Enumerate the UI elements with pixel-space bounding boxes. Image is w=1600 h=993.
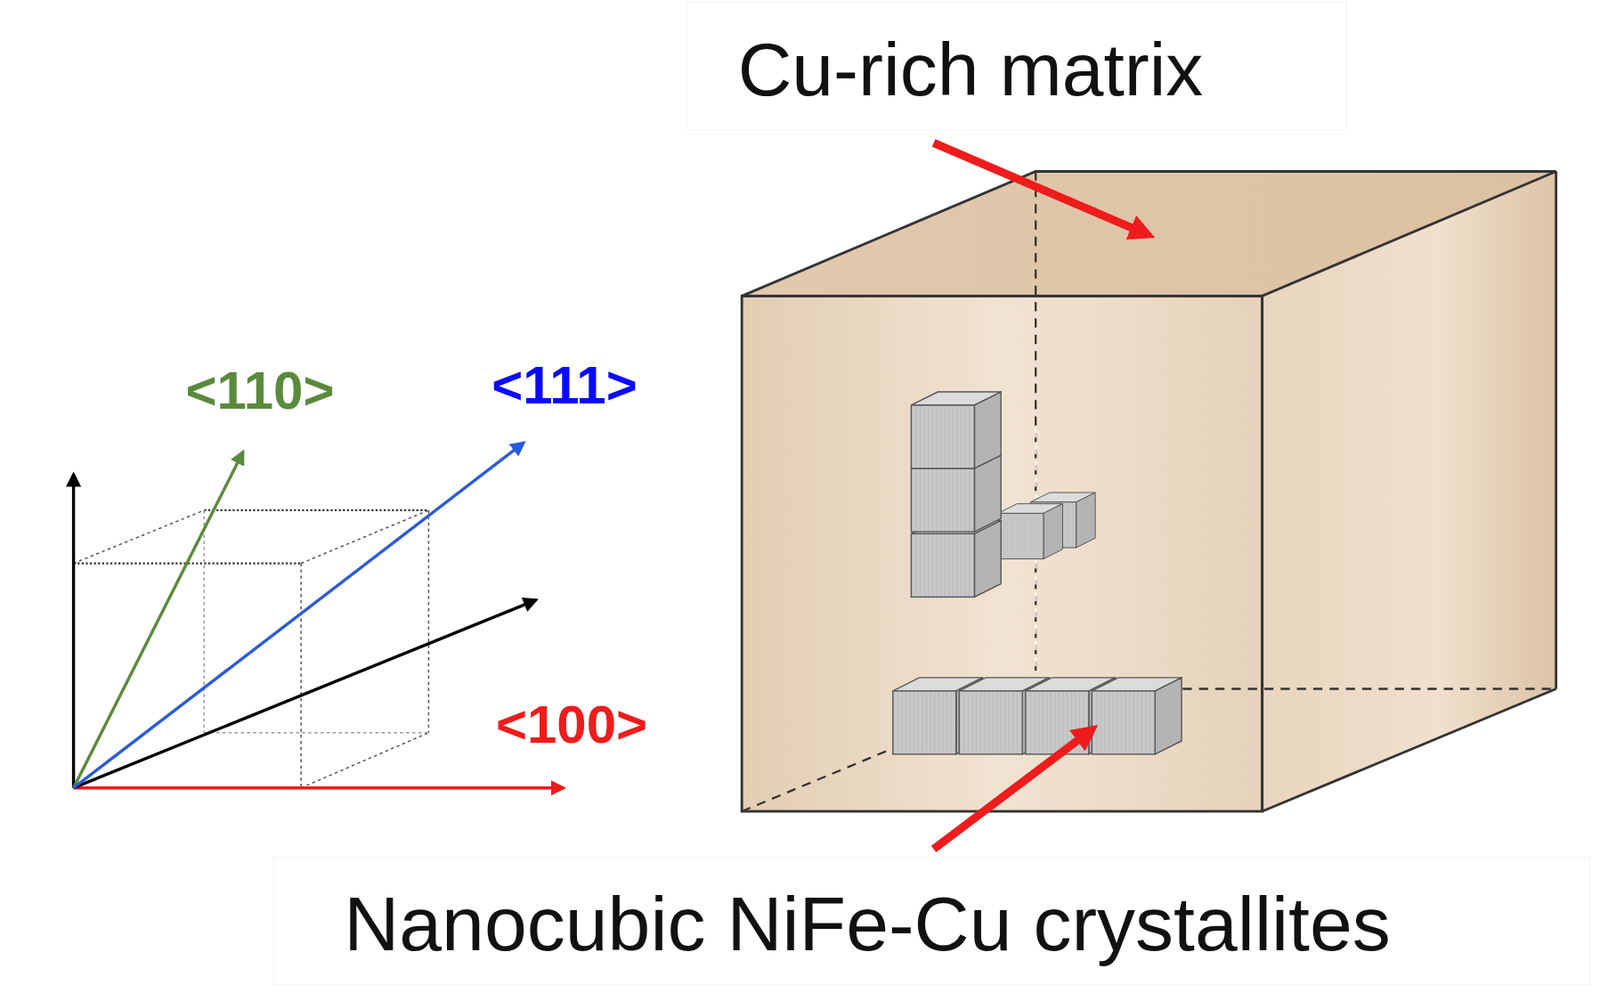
drawing-part: [428, 510, 430, 733]
drawing-part: [203, 731, 429, 733]
direction-label: <111>: [491, 356, 638, 415]
matrix-cube: [741, 171, 1556, 813]
drawing-part: [72, 474, 75, 788]
drawing-part: [300, 732, 429, 788]
drawing-part: [1262, 689, 1557, 813]
nanocube-cluster: [910, 391, 1096, 597]
drawing-part: [741, 171, 1556, 297]
drawing-part: [1554, 171, 1558, 690]
drawing-part: [998, 503, 1064, 560]
drawing-part: [910, 391, 1001, 469]
cube-edges: [741, 171, 1556, 813]
direction-vectors: [73, 442, 564, 788]
direction-label: <100>: [495, 695, 648, 755]
direction-label: <110>: [186, 361, 335, 421]
nanocube-row: [893, 677, 1182, 755]
matrix-label: Cu-rich matrix: [738, 28, 1204, 111]
label-ground: [686, 1, 1347, 130]
drawing-part: [741, 295, 1262, 812]
drawing-part: [1091, 677, 1182, 755]
drawing-part: [300, 563, 301, 788]
drawing-part: [73, 442, 524, 788]
drawing-part: [1262, 171, 1557, 813]
drawing-part: [73, 786, 564, 789]
drawing-part: [73, 452, 244, 788]
drawing-part: [73, 600, 537, 788]
leader-arrows: [934, 142, 1149, 849]
drawing-part: [934, 729, 1093, 849]
drawing-part: [73, 510, 205, 564]
drawing-part: [741, 171, 1556, 813]
drawing-part: [1034, 171, 1037, 690]
drawing-part: [741, 295, 1262, 812]
drawing-part: [934, 142, 1149, 235]
label-ground: [273, 857, 1590, 985]
crystallite-label: Nanocubic NiFe-Cu crystallites: [343, 881, 1391, 967]
drawing-part: [300, 510, 429, 564]
drawing-part: [203, 510, 205, 733]
drawing-part: [203, 509, 429, 512]
